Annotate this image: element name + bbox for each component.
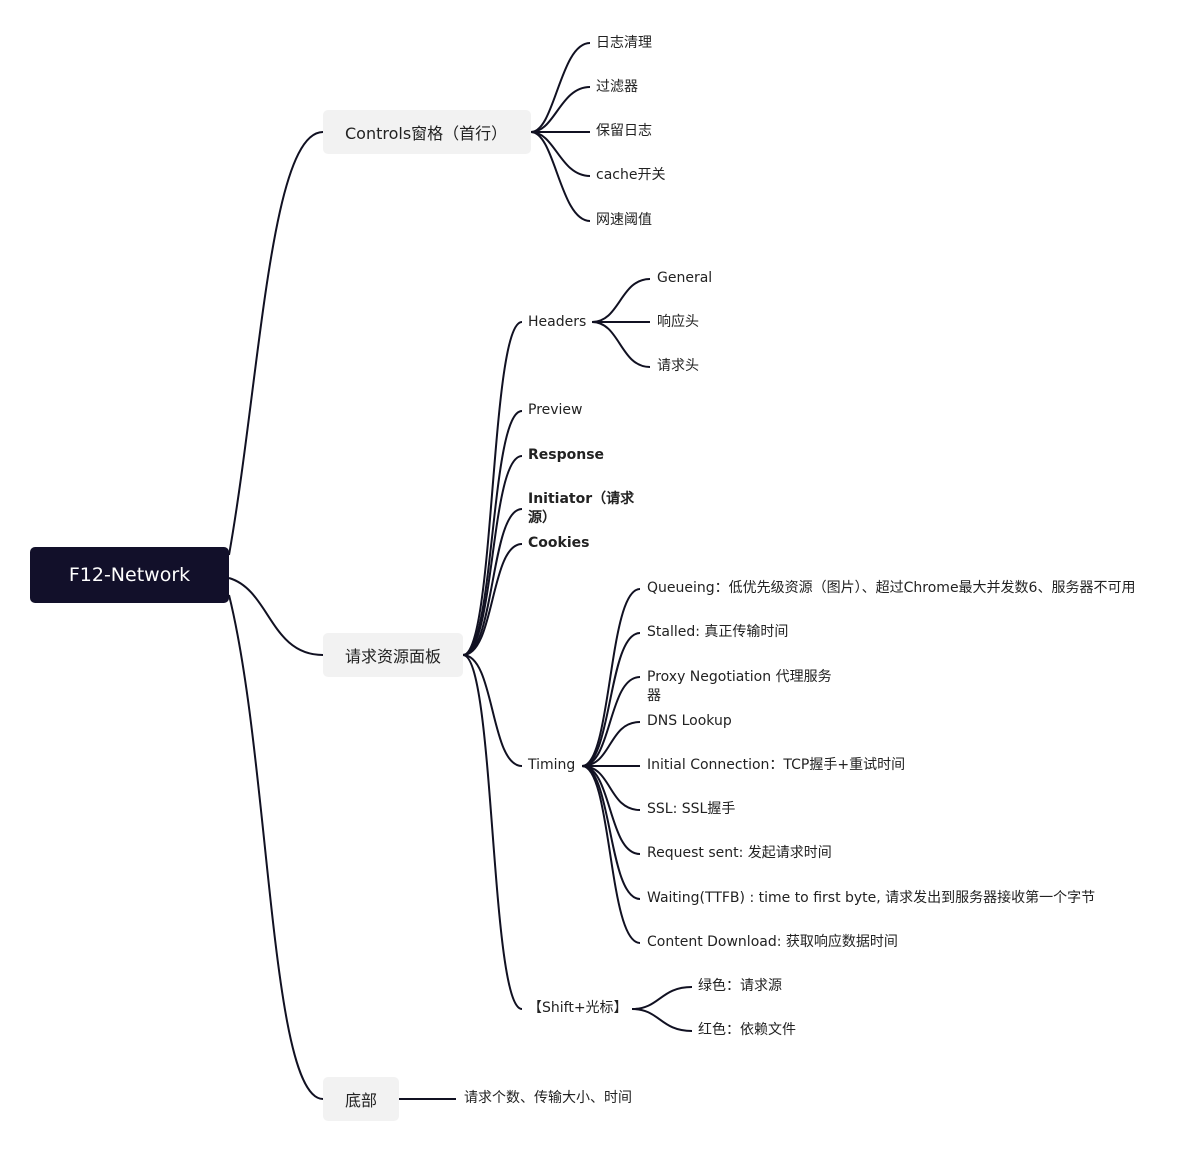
leaf-response-headers[interactable]: 响应头	[657, 314, 699, 330]
leaf-preview[interactable]: Preview	[528, 402, 583, 418]
root-label: F12-Network	[68, 564, 191, 586]
leaf-log-clear[interactable]: 日志清理	[596, 35, 652, 51]
leaf-content-download[interactable]: Content Download: 获取响应数据时间	[647, 934, 898, 950]
node-controls-label: Controls窗格（首行）	[345, 124, 508, 143]
leaf-preserve-log[interactable]: 保留日志	[596, 123, 652, 139]
node-bottom[interactable]: 底部	[323, 1077, 399, 1121]
leaf-dns-lookup[interactable]: DNS Lookup	[647, 713, 732, 729]
node-headers[interactable]: Headers	[528, 314, 587, 330]
leaf-cookies[interactable]: Cookies	[528, 535, 590, 551]
node-controls[interactable]: Controls窗格（首行）	[323, 110, 531, 154]
leaf-red-dependency[interactable]: 红色：依赖文件	[698, 1022, 796, 1038]
leaf-filter[interactable]: 过滤器	[596, 79, 638, 95]
leaf-proxy-negotiation[interactable]: Proxy Negotiation 代理服务器	[647, 669, 832, 704]
leaf-initial-connection[interactable]: Initial Connection：TCP握手+重试时间	[647, 757, 906, 773]
leaf-waiting-ttfb[interactable]: Waiting(TTFB) : time to first byte, 请求发出…	[647, 890, 1096, 906]
leaf-request-headers[interactable]: 请求头	[657, 358, 699, 374]
leaf-response[interactable]: Response	[528, 447, 605, 463]
leaf-green-source[interactable]: 绿色：请求源	[698, 978, 782, 994]
leaf-ssl[interactable]: SSL: SSL握手	[647, 801, 736, 817]
leaf-bottom-stats[interactable]: 请求个数、传输大小、时间	[464, 1090, 632, 1106]
node-timing[interactable]: Timing	[528, 757, 576, 773]
node-shift-cursor[interactable]: 【Shift+光标】	[528, 1000, 628, 1016]
node-request-panel[interactable]: 请求资源面板	[323, 633, 463, 677]
leaf-cache-toggle[interactable]: cache开关	[596, 167, 666, 183]
leaf-queueing[interactable]: Queueing：低优先级资源（图片）、超过Chrome最大并发数6、服务器不可…	[647, 580, 1136, 596]
leaf-general[interactable]: General	[657, 270, 713, 286]
leaf-initiator[interactable]: Initiator（请求源）	[528, 491, 635, 526]
node-request-panel-label: 请求资源面板	[345, 647, 442, 666]
leaf-request-sent[interactable]: Request sent: 发起请求时间	[647, 845, 832, 861]
node-bottom-label: 底部	[345, 1091, 378, 1110]
leaf-throttle[interactable]: 网速阈值	[596, 212, 652, 228]
root-node[interactable]: F12-Network	[30, 547, 229, 603]
leaf-stalled[interactable]: Stalled: 真正传输时间	[647, 624, 789, 640]
